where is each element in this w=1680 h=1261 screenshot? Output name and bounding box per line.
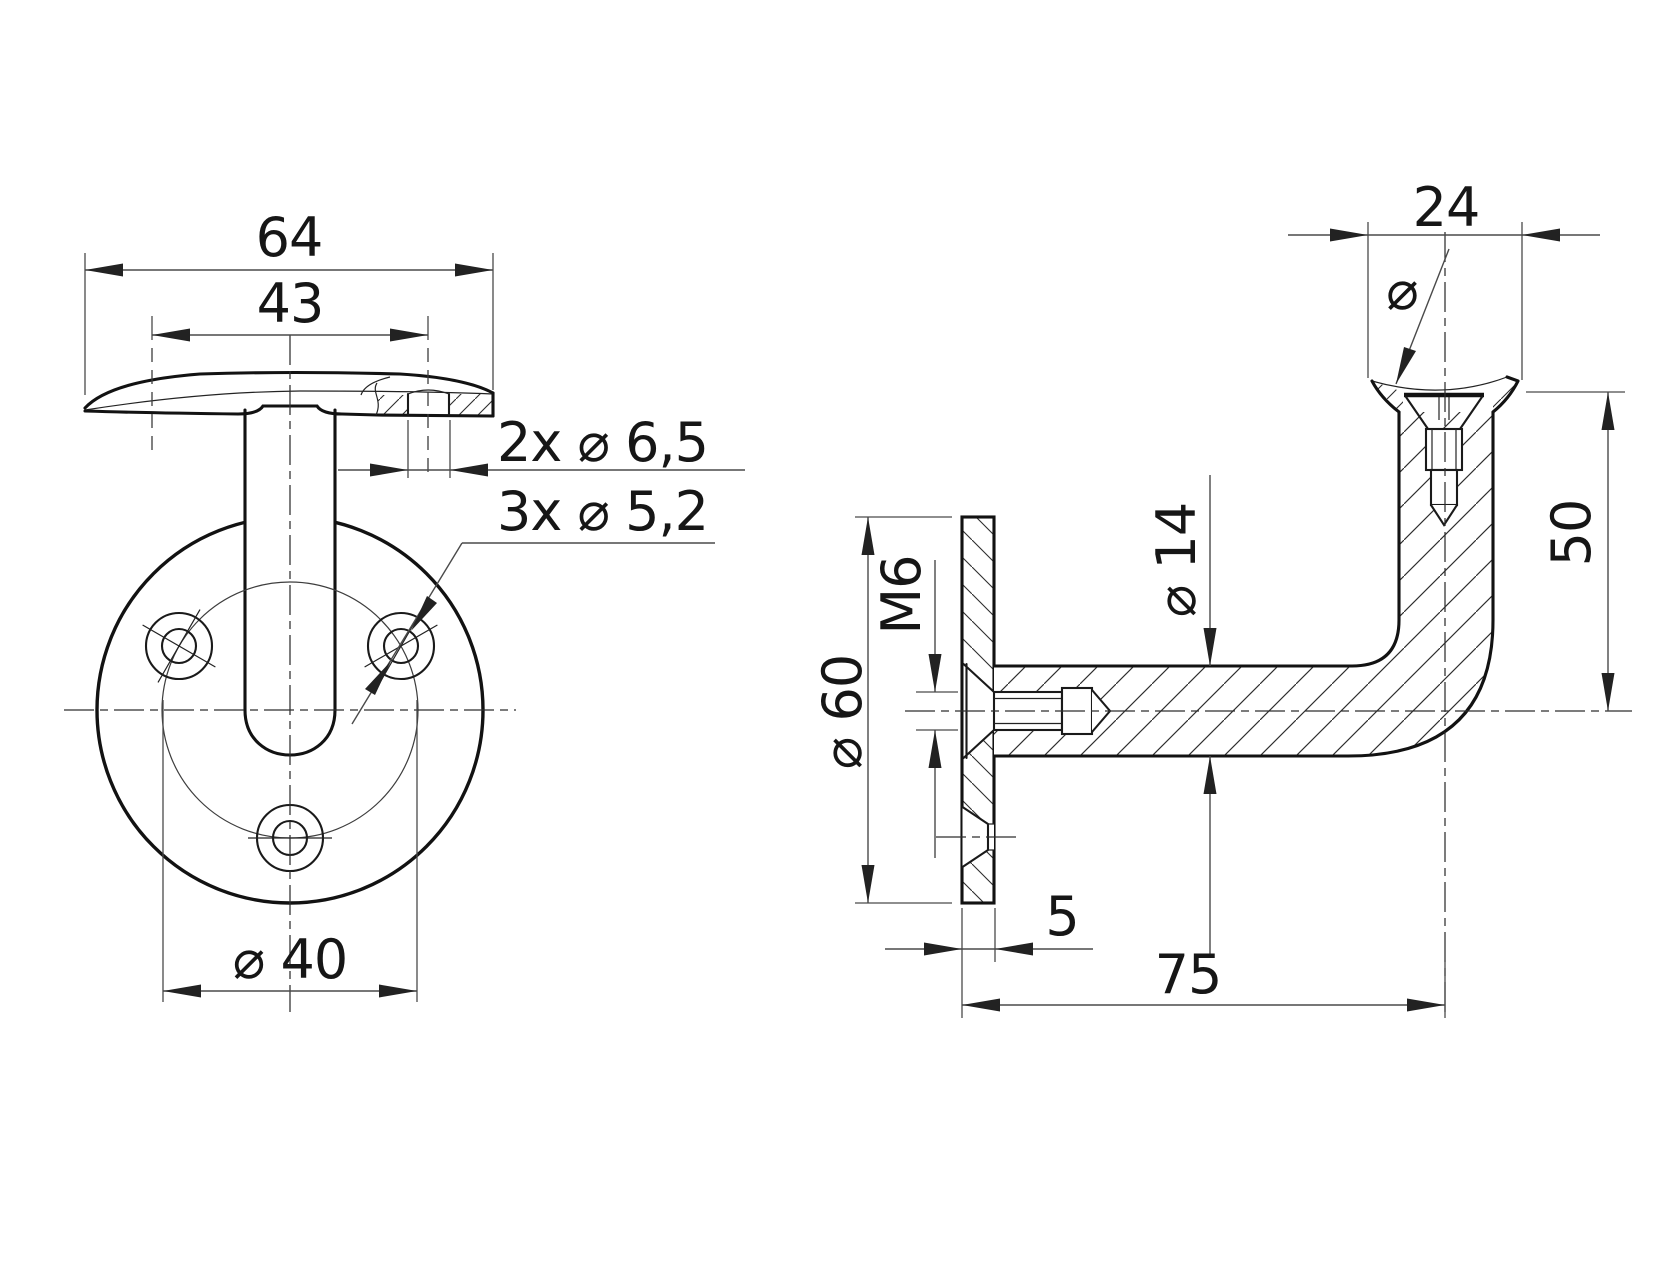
saddle-underside-edge [83,404,495,418]
dim-plate-diameter: ⌀ 60 [811,516,952,904]
countersunk-screw [1404,392,1484,527]
dim-screw-thread: M6 [870,556,958,858]
hex-socket-lines [1438,397,1450,420]
dim-50-label: 50 [1540,500,1603,567]
dim-saddle-dia-leader: ⌀ [1386,248,1450,385]
bracket-arm-section [992,406,1495,758]
saddle-seat-curve [1371,376,1508,391]
saddle-blend-arc [360,376,391,396]
dim-60-label: ⌀ 60 [811,655,874,769]
arm-bottom-and-back-edge [992,406,1495,758]
hole-centermark [142,609,216,683]
dim-projection: 75 [962,943,1446,1018]
flange-hole-upper-left [142,609,216,683]
front-view: 64 43 2x ⌀ 6,5 3x ⌀ 5,2 [64,206,745,1012]
screw-thread-lines [1431,429,1457,470]
saddle-top-edge [83,370,495,410]
dim-saddle-width: 24 [1288,176,1600,380]
dim-arm-diameter: ⌀ 14 [1145,475,1217,958]
dim-40-label: ⌀ 40 [233,928,347,991]
dim-saddle-holes: 2x ⌀ 6,5 [338,411,745,478]
dim-m6-label: M6 [870,556,933,635]
dim-5-label: 5 [1045,885,1078,948]
dim-height: 50 [1526,391,1625,711]
arm-top-edge [992,410,1401,668]
dim-base-holes: 3x ⌀ 5,2 [351,480,715,725]
saddle-left-horn [1370,379,1401,414]
dim-43-label: 43 [257,272,324,335]
saddle-section-hatch-left [378,395,407,414]
saddle-hole-walls [406,392,451,417]
saddle-plate-front [83,370,495,418]
dim-64-label: 64 [256,206,323,269]
stem-fill [245,404,335,755]
dim-overall-width: 64 [84,206,494,395]
dia-symbol-label: ⌀ [1386,259,1418,322]
hole-centermark [364,609,438,683]
dim-3x-5-2-label: 3x ⌀ 5,2 [497,480,708,543]
dim-14-label: ⌀ 14 [1145,503,1208,617]
flange-hole-upper-right [364,609,438,683]
dim-bolt-circle: ⌀ 40 [162,700,418,1002]
dim-hole-spacing: 43 [151,272,429,472]
saddle-right-horn [1491,375,1520,414]
saddle-section-hatch-right [450,394,493,415]
side-view: 24 ⌀ 50 ⌀ 14 M6 [811,176,1632,1018]
dim-plate-thickness: 5 [885,885,1093,1018]
m6-thread-lines [994,697,1062,725]
dim-24-label: 24 [1413,176,1480,239]
dim-2x-6-5-label: 2x ⌀ 6,5 [497,411,708,474]
saddle-break-line [374,382,379,416]
saddle-hole-countersink-lip [407,389,450,395]
dim-75-label: 75 [1155,943,1222,1006]
